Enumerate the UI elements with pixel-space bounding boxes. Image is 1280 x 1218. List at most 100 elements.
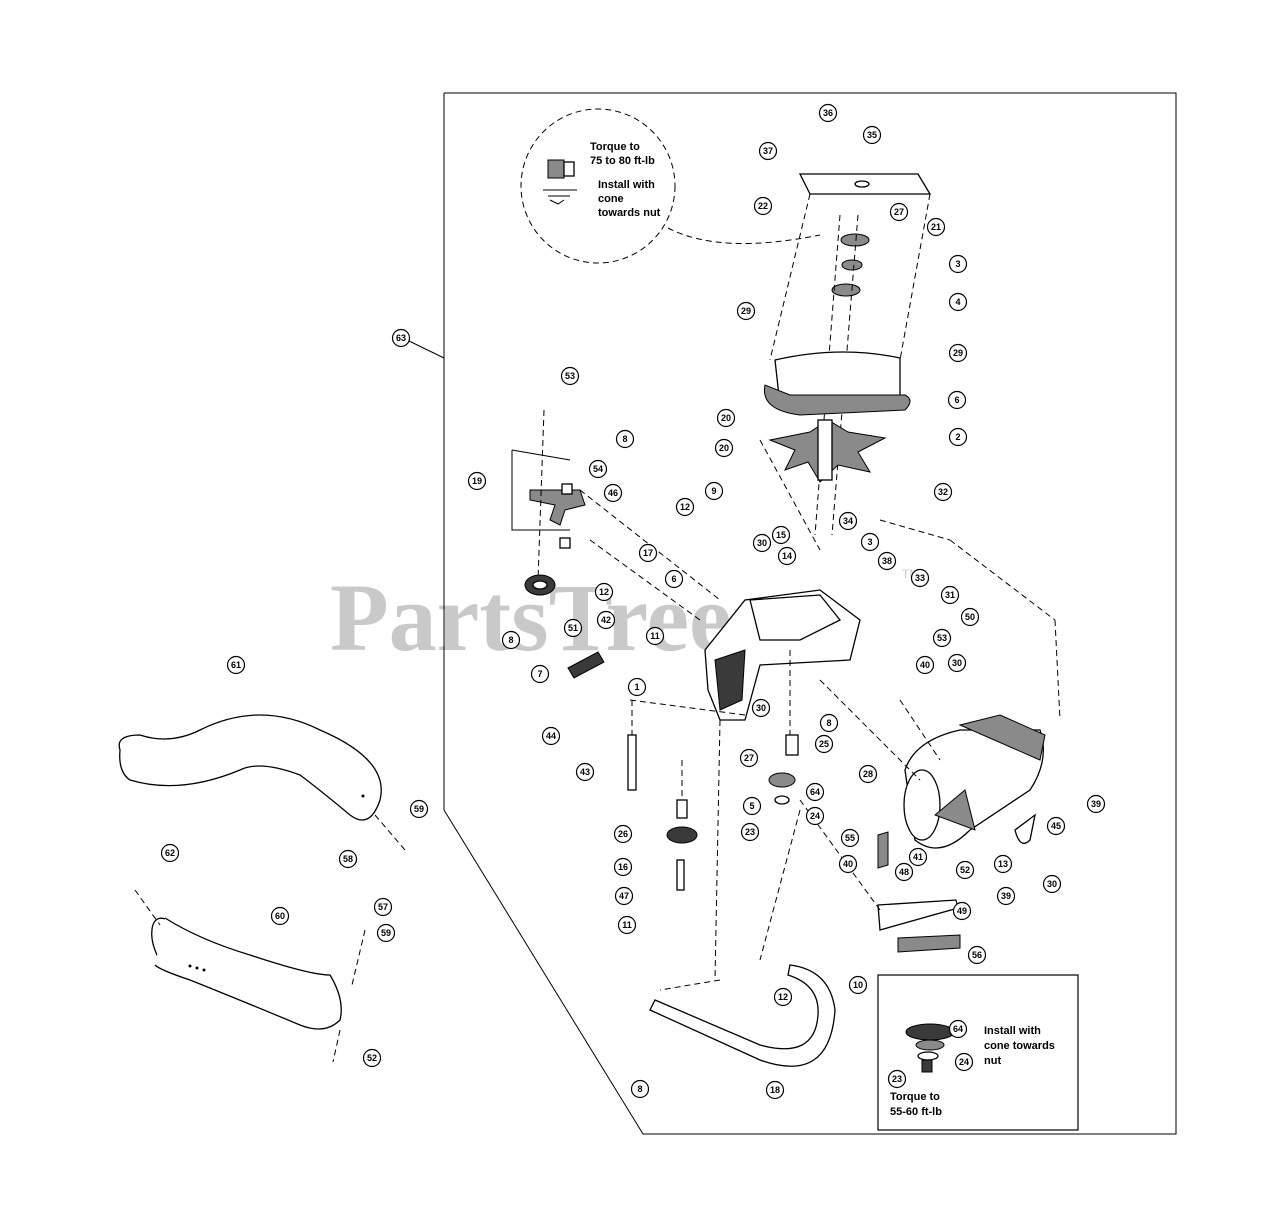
callout-32[interactable]: 32	[933, 482, 953, 502]
callout-45[interactable]: 45	[1046, 816, 1066, 836]
callout-53b[interactable]: 53	[932, 628, 952, 648]
callout-27b[interactable]: 27	[739, 748, 759, 768]
callout-30b[interactable]: 30	[947, 653, 967, 673]
callout-49[interactable]: 49	[952, 901, 972, 921]
callout-38[interactable]: 38	[877, 551, 897, 571]
callout-46[interactable]: 46	[603, 483, 623, 503]
callout-19[interactable]: 19	[467, 471, 487, 491]
callout-51[interactable]: 51	[563, 618, 583, 638]
callout-3b[interactable]: 3	[860, 532, 880, 552]
callout-39b[interactable]: 39	[996, 886, 1016, 906]
callout-25[interactable]: 25	[814, 734, 834, 754]
callout-label: 20	[719, 443, 729, 453]
callout-8b[interactable]: 8	[501, 630, 521, 650]
callout-52b[interactable]: 52	[362, 1048, 382, 1068]
callout-20b[interactable]: 20	[714, 438, 734, 458]
callout-62[interactable]: 62	[160, 843, 180, 863]
callout-63[interactable]: 63	[391, 328, 411, 348]
callout-23b[interactable]: 23	[887, 1069, 907, 1089]
callout-36[interactable]: 36	[818, 103, 838, 123]
callout-24a[interactable]: 24	[805, 806, 825, 826]
callout-12a[interactable]: 12	[675, 497, 695, 517]
callout-label: 53	[565, 371, 575, 381]
callout-15[interactable]: 15	[771, 525, 791, 545]
callout-label: 46	[608, 488, 618, 498]
callout-11b[interactable]: 11	[617, 915, 637, 935]
callout-14[interactable]: 14	[777, 546, 797, 566]
callout-16[interactable]: 16	[613, 857, 633, 877]
callout-circle	[993, 854, 1013, 874]
callout-52a[interactable]: 52	[955, 860, 975, 880]
callout-21[interactable]: 21	[926, 217, 946, 237]
callout-41[interactable]: 41	[908, 847, 928, 867]
callout-30c[interactable]: 30	[751, 698, 771, 718]
callout-43[interactable]: 43	[575, 762, 595, 782]
callout-59b[interactable]: 59	[376, 923, 396, 943]
callout-8d[interactable]: 8	[630, 1079, 650, 1099]
callout-8c[interactable]: 8	[819, 713, 839, 733]
callout-37[interactable]: 37	[758, 141, 778, 161]
callout-59a[interactable]: 59	[409, 799, 429, 819]
callout-50[interactable]: 50	[960, 607, 980, 627]
callout-42[interactable]: 42	[596, 610, 616, 630]
callout-label: 29	[953, 348, 963, 358]
callout-circle	[467, 471, 487, 491]
callout-27a[interactable]: 27	[889, 202, 909, 222]
callout-33[interactable]: 33	[910, 568, 930, 588]
callout-34[interactable]: 34	[838, 511, 858, 531]
callout-30d[interactable]: 30	[1042, 874, 1062, 894]
callout-57[interactable]: 57	[373, 897, 393, 917]
callout-31[interactable]: 31	[940, 585, 960, 605]
callout-29b[interactable]: 29	[948, 343, 968, 363]
callout-7[interactable]: 7	[530, 664, 550, 684]
callout-11a[interactable]: 11	[645, 626, 665, 646]
callout-12b[interactable]: 12	[594, 582, 614, 602]
callout-64a[interactable]: 64	[805, 782, 825, 802]
callout-circle	[848, 975, 868, 995]
callout-label: 18	[770, 1085, 780, 1095]
callout-18[interactable]: 18	[765, 1080, 785, 1100]
callout-54[interactable]: 54	[588, 459, 608, 479]
callout-47[interactable]: 47	[614, 886, 634, 906]
callout-12c[interactable]: 12	[773, 987, 793, 1007]
bottom-handle-part	[649, 719, 836, 1067]
callout-9[interactable]: 9	[704, 481, 724, 501]
callout-56[interactable]: 56	[967, 945, 987, 965]
callout-22[interactable]: 22	[753, 196, 773, 216]
callout-17[interactable]: 17	[638, 543, 658, 563]
callout-20a[interactable]: 20	[716, 408, 736, 428]
callout-circle	[765, 1080, 785, 1100]
callout-13[interactable]: 13	[993, 854, 1013, 874]
callout-40a[interactable]: 40	[915, 655, 935, 675]
callout-39a[interactable]: 39	[1086, 794, 1106, 814]
callout-29a[interactable]: 29	[736, 301, 756, 321]
callout-48[interactable]: 48	[894, 862, 914, 882]
callout-35[interactable]: 35	[862, 125, 882, 145]
callout-10[interactable]: 10	[848, 975, 868, 995]
callout-circle	[530, 664, 550, 684]
callout-label: 33	[915, 573, 925, 583]
callout-4[interactable]: 4	[948, 292, 968, 312]
callout-6[interactable]: 6	[947, 390, 967, 410]
callout-40b[interactable]: 40	[838, 854, 858, 874]
callout-23a[interactable]: 23	[740, 822, 760, 842]
callout-26[interactable]: 26	[613, 824, 633, 844]
callout-64b[interactable]: 64	[948, 1019, 968, 1039]
callout-8a[interactable]: 8	[615, 429, 635, 449]
callout-24b[interactable]: 24	[954, 1052, 974, 1072]
callout-label: 6	[954, 395, 959, 405]
callout-6b[interactable]: 6	[664, 569, 684, 589]
callout-61[interactable]: 61	[226, 655, 246, 675]
callout-44[interactable]: 44	[541, 726, 561, 746]
callout-3a[interactable]: 3	[948, 254, 968, 274]
callout-55[interactable]: 55	[840, 828, 860, 848]
callout-60[interactable]: 60	[270, 906, 290, 926]
callout-30a[interactable]: 30	[752, 533, 772, 553]
callout-5[interactable]: 5	[742, 796, 762, 816]
callout-53a[interactable]: 53	[560, 366, 580, 386]
callout-1[interactable]: 1	[627, 677, 647, 697]
callout-28[interactable]: 28	[858, 764, 878, 784]
callout-2[interactable]: 2	[948, 427, 968, 447]
callout-58[interactable]: 58	[338, 849, 358, 869]
